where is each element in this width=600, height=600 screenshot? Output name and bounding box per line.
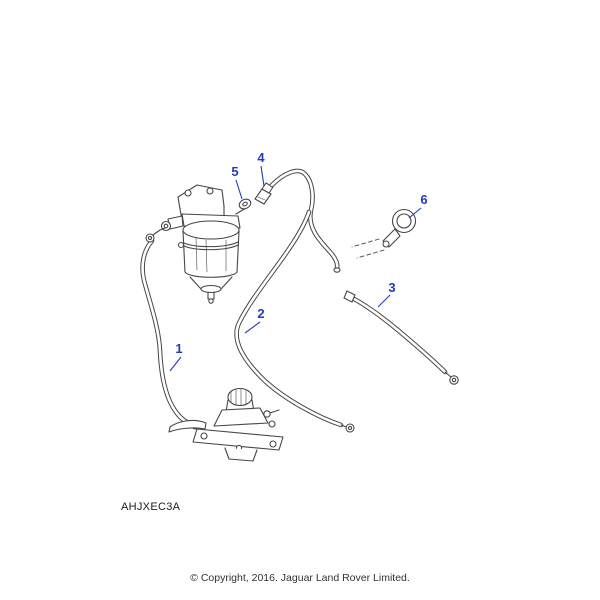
callout-3: 3 — [377, 280, 396, 308]
callout-4: 4 — [257, 150, 265, 187]
illustration-group — [140, 168, 459, 462]
callout-5: 5 — [231, 164, 243, 200]
upper-hose-illustration — [269, 168, 341, 273]
callout-4-label[interactable]: 4 — [257, 150, 265, 165]
callout-1: 1 — [169, 341, 183, 372]
hose-3-illustration — [343, 290, 459, 385]
washer-illustration — [238, 198, 252, 210]
callout-1-label[interactable]: 1 — [175, 341, 182, 356]
callouts-group: 1 2 3 4 5 6 — [169, 150, 428, 372]
diagram-code: AHJXEC3A — [121, 501, 181, 513]
callout-2-label[interactable]: 2 — [257, 306, 264, 321]
copyright-text: © Copyright, 2016. Jaguar Land Rover Lim… — [190, 572, 410, 584]
hose-2-illustration — [234, 209, 355, 433]
callout-6: 6 — [408, 192, 428, 219]
callout-2: 2 — [244, 306, 265, 334]
clip-illustration — [351, 208, 417, 259]
hose-1-illustration — [140, 227, 199, 430]
fuel-filter-illustration — [160, 184, 247, 304]
fuel-pump-illustration — [168, 387, 284, 462]
callout-6-label[interactable]: 6 — [420, 192, 427, 207]
callout-3-label[interactable]: 3 — [388, 280, 395, 295]
callout-5-label[interactable]: 5 — [231, 164, 238, 179]
